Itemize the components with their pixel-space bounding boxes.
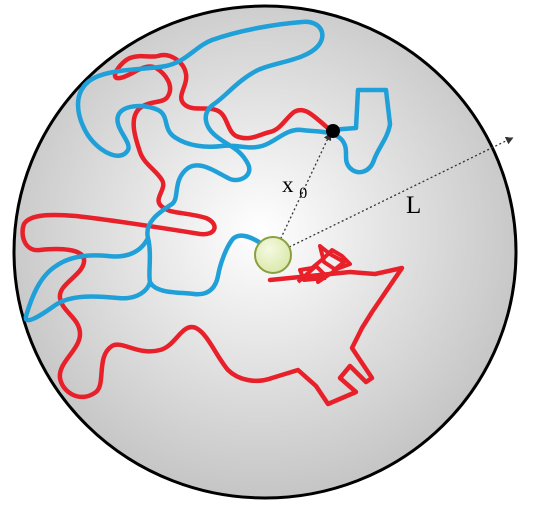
x0-label-subscript: 0 [299, 185, 307, 202]
x0-label: x 0 [282, 172, 307, 202]
radius-arrow [272, 137, 514, 256]
red-walk-trajectory [20, 52, 405, 407]
center-target-ball [254, 236, 292, 274]
radius-label: L [406, 192, 421, 219]
red-tangle [296, 244, 352, 284]
particle-dot [326, 124, 340, 138]
x0-label-main: x [282, 172, 294, 197]
blue-walk-trajectory [23, 19, 393, 323]
